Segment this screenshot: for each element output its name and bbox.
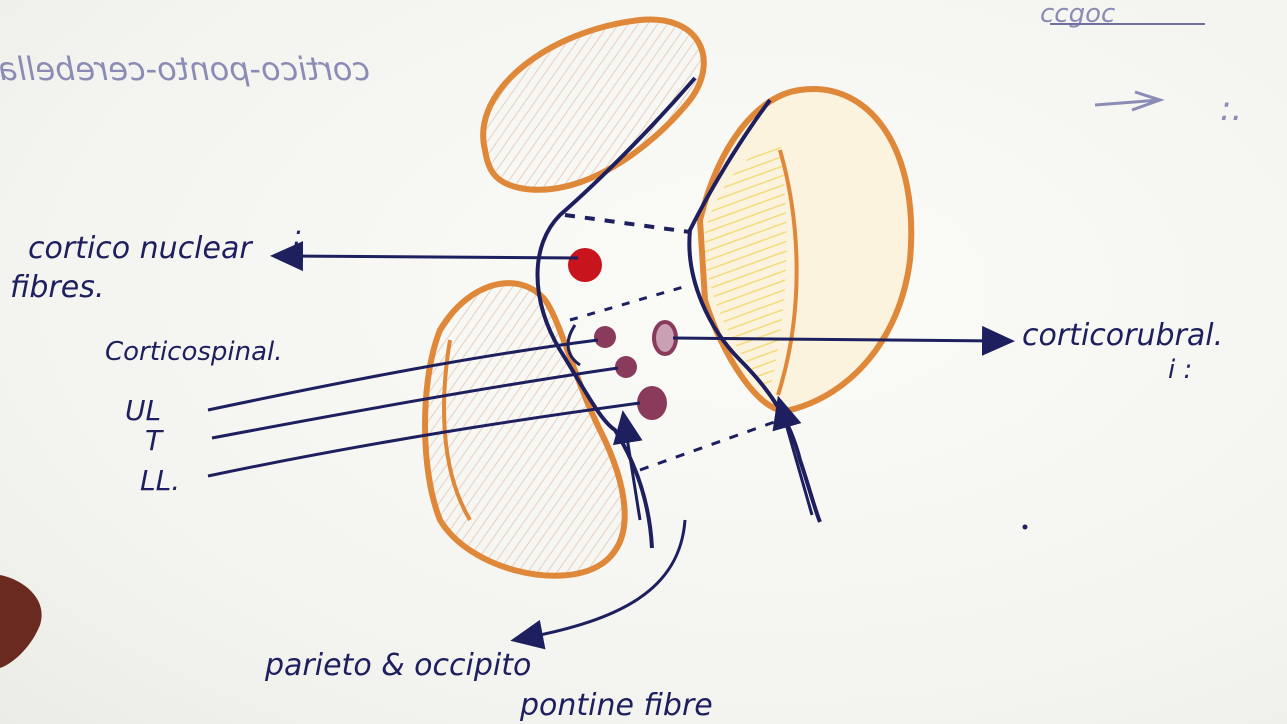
t-label: T (145, 424, 164, 457)
corticorubral-dot (654, 322, 676, 354)
ghost-arrow (1095, 92, 1160, 110)
stray-dot (1023, 525, 1028, 530)
ll-dot (637, 386, 667, 420)
ul-dot (594, 326, 616, 348)
posterior-limb-dashed-line (570, 285, 690, 320)
lower-right-arrow (782, 410, 812, 515)
pencil-tip (0, 575, 42, 668)
corticonuclear-pointer (285, 256, 578, 258)
corticonuclear-dot (568, 248, 602, 282)
genu-dashed-line (565, 215, 690, 232)
corticospinal-label: Corticospinal. (105, 337, 283, 367)
ghost-dots: :. (1220, 89, 1242, 129)
parieto-occipito-label: parieto & occipito (264, 648, 531, 683)
corticonuclear-label: cortico nuclear (28, 231, 253, 266)
ll-label: LL. (140, 464, 180, 497)
stray-marks: i : (1168, 355, 1192, 385)
ul-label: UL (125, 394, 161, 427)
t-dot (615, 356, 637, 378)
stray-colon: : (293, 219, 302, 252)
mirrored-header-text: cortico-ponto-cerebellar pathway (0, 50, 370, 88)
corticorubral-label: corticorubral. (1022, 318, 1223, 353)
corticonuclear-label-line2: fibres. (10, 270, 104, 305)
retrolentiform-dashed-line (640, 420, 780, 470)
pontine-fibre-label: pontine fibre (519, 688, 713, 723)
